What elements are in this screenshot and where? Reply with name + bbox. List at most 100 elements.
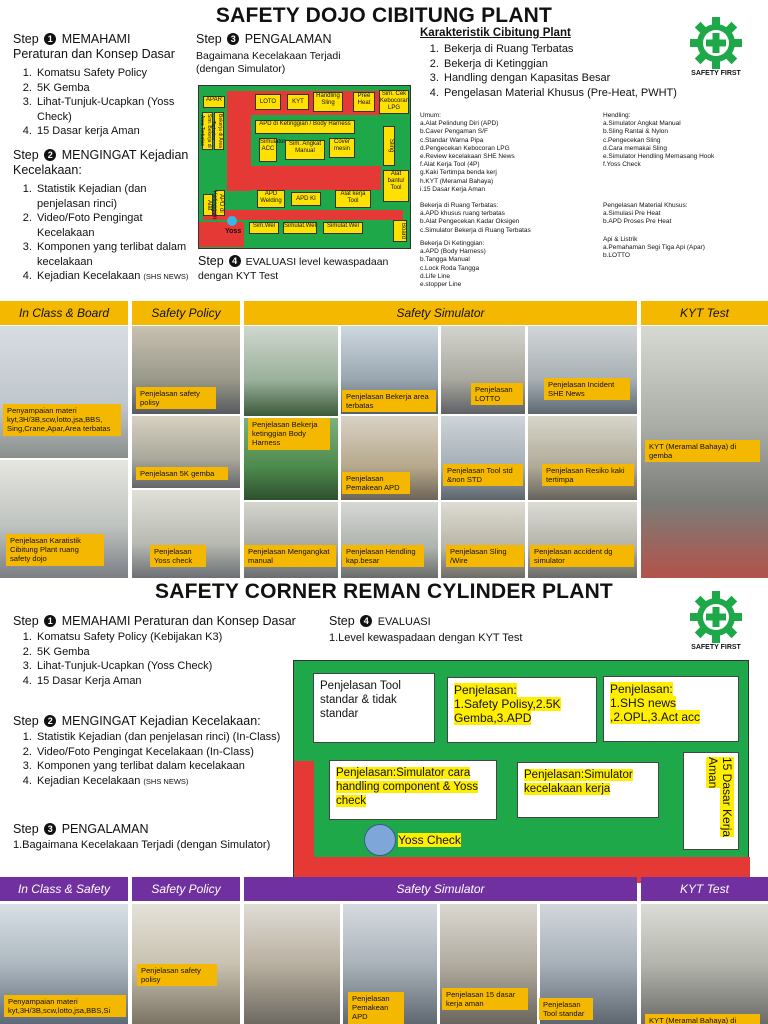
step-label: EVALUASI level kewaspadaan dengan KYT Te…: [198, 256, 389, 282]
logo-text: SAFETY FIRST: [691, 644, 741, 651]
photo-b-kyt: [641, 904, 768, 1024]
list-item: a.Pemahaman Segi Tiga Api (Apar): [603, 244, 705, 252]
list-item: Komponen yang terlibat dalam kecelakaan: [35, 759, 313, 774]
list-item: g.Kaki Tertimpa benda kerj: [420, 169, 497, 177]
step-number: 2: [44, 149, 57, 161]
list-item: Video/Foto Pengingat Kecelakaan: [35, 211, 198, 240]
caption: Penjelasan Yoss check: [150, 545, 206, 568]
list-item: 15 Dasar Kerja Aman: [35, 674, 313, 689]
floor-loto: LOTO: [255, 94, 281, 110]
caption: Penjelasan Hendling kap.besar: [342, 545, 424, 568]
step-number: 4: [228, 255, 241, 267]
b-step2-heading: Step 2 MENGINGAT Kejadian Kecelakaan:: [13, 714, 323, 729]
list-item: Handling dengan Kapasitas Besar: [442, 71, 690, 86]
b-step1-list: Komatsu Safety Policy (Kebijakan K3) 5K …: [13, 630, 313, 688]
list-item: d.Pengecekan Kebocoran LPG: [420, 144, 510, 152]
map-box-15-dasar: 15 Dasar Kerja Aman: [683, 752, 739, 850]
caption: Penjelasan Tool standar: [539, 998, 593, 1021]
list-item: Video/Foto Pengingat Kecelakaan (In-Clas…: [35, 745, 313, 760]
step-label-2: Peraturan dan Konsep Dasar: [13, 47, 175, 61]
ruang-heading: Bekerja di Ruang Terbatas:: [420, 202, 499, 209]
step4-text: Step 4 EVALUASI level kewaspadaan dengan…: [198, 254, 413, 283]
map-box-heading: Penjelasan:: [454, 683, 517, 697]
ketinggian-heading: Bekerja Di Ketinggian:: [420, 240, 485, 247]
b-step3-sub: 1.Bagaimana Kecelakaan Terjadi (dengan S…: [13, 839, 271, 851]
map-box-body: Penjelasan:Simulator cara handling compo…: [336, 767, 478, 807]
map-box-tool-standar: Penjelasan Tool standar & tidak standar: [313, 673, 435, 743]
list-item: Kejadian Kecelakaan (SHS NEWS): [35, 774, 313, 790]
list-item: b.Sling Rantai & Nylon: [603, 128, 669, 136]
list-item: Lihat-Tunjuk-Ucapkan (Yoss Check): [35, 659, 313, 674]
list-item: a.Alat Pelindung Diri (APD): [420, 120, 499, 128]
list-item: Lihat-Tunjuk-Ucapkan (Yoss Check): [35, 95, 193, 124]
floor-apdwelding: APD Welding: [257, 190, 285, 208]
bar-kyt-test-b: KYT Test: [641, 877, 768, 901]
step-label: MEMAHAMI Peraturan dan Konsep Dasar: [61, 614, 296, 628]
caption: Penjelasan 15 dasar kerja aman: [442, 988, 528, 1011]
step-prefix: Step: [13, 714, 39, 728]
list-item: Komatsu Safety Policy (Kebijakan K3): [35, 630, 313, 645]
photo-b-sim-1: [244, 904, 340, 1024]
step-label: PENGALAMAN: [244, 32, 332, 46]
yoss-check-label: Yoss Check: [398, 833, 461, 847]
floor-plan-top: APAR LOTO KYT Handling Sling Pree Heat S…: [198, 85, 411, 249]
map-box-shs-news: Penjelasan: 1.SHS news ,2.OPL,3.Act acc: [603, 676, 739, 742]
floor-bekerja2: Bekerja di Area Terbatas: [210, 112, 224, 150]
step-number: 2: [44, 715, 57, 727]
map-box-safety-policy: Penjelasan: 1.Safety Polisy,2.5K Gemba,3…: [447, 677, 597, 743]
list-item: e.Review kecelakaan SHE News: [420, 153, 515, 161]
bottom-title: SAFETY CORNER REMAN CYLINDER PLANT: [155, 580, 613, 603]
floor-bekerja: Sim. Bekerja di Area Terbatas: [199, 112, 213, 150]
logo-text: SAFETY FIRST: [691, 70, 741, 77]
map-box-body: 1.Safety Polisy,2.5K Gemba,3.APD: [454, 697, 561, 725]
step3-sub: Bagaimana Kecelakaan Terjadi (dengan Sim…: [196, 50, 341, 75]
ruang-block: Bekerja di Ruang Terbatas: a.APD khusus …: [420, 202, 590, 235]
floor-apd: APD di Ketinggian: [211, 190, 225, 220]
floor-alatkerja: Alat kerja Tool: [335, 190, 371, 208]
gear-cross-icon: [690, 17, 742, 69]
list-item: b.Caver Pengaman S/F: [420, 128, 488, 136]
list-item: Statistik Kejadian (dan penjelasan rinci…: [35, 730, 313, 745]
b-step4-sub: 1.Level kewaspadaan dengan KYT Test: [329, 632, 523, 644]
step-number: 1: [44, 615, 57, 627]
caption: Penjelasan Mengangkat manual: [244, 545, 336, 568]
gear-cross-icon: [690, 591, 742, 643]
map-box-body: 1.SHS news ,2.OPL,3.Act acc: [610, 696, 701, 724]
step1-list: Komatsu Safety Policy 5K Gemba Lihat-Tun…: [13, 66, 193, 139]
bar-safety-policy: Safety Policy: [132, 301, 240, 325]
list-item-text: Kejadian Kecelakaan: [37, 270, 141, 282]
list-item: c.Simulator Bekerja di Ruang Terbatas: [420, 226, 531, 234]
floor-kyt: KYT: [287, 94, 309, 110]
map-box-body: 15 Dasar Kerja Aman: [706, 757, 734, 838]
safety-first-logo-bottom: SAFETY FIRST: [686, 590, 746, 656]
list-item: Bekerja di Ketinggian: [442, 57, 690, 72]
floor-apar: APAR: [203, 96, 225, 108]
list-item-text: Kejadian Kecelakaan: [37, 774, 141, 787]
list-item: d.Cara memakai Sling: [603, 144, 667, 152]
bar-safety-simulator: Safety Simulator: [244, 301, 637, 325]
floor-preeheat: Pree Heat: [353, 92, 375, 112]
floor-simulwel: Simulat.Wel: [323, 222, 363, 234]
bar-kyt-test: KYT Test: [641, 301, 768, 325]
umum-block: Umum: a.Alat Pelindung Diri (APD) b.Cave…: [420, 112, 570, 194]
list-item: Komatsu Safety Policy: [35, 66, 193, 81]
pengelasan-block: Pengelasan Material Khusus: a.Simulasi P…: [603, 202, 763, 227]
b-step3-heading: Step 3 PENGALAMAN: [13, 822, 313, 837]
caption: KYT (Meramal Bahaya) di gemba: [645, 440, 760, 463]
list-item: a.Simulator Angkat Manual: [603, 120, 681, 128]
umum-heading: Umum:: [420, 112, 441, 119]
bar-in-class-board: In Class & Board: [0, 301, 128, 325]
floor-cover: Cover mesin: [329, 138, 355, 158]
step-label: MENGINGAT Kejadian Kecelakaan:: [61, 714, 261, 728]
caption: Penjelasan Pemakean APD: [348, 992, 404, 1024]
floor-handling: Handling Sling: [313, 92, 343, 112]
caption: Penjelasan LOTTO: [471, 383, 523, 406]
hendling-block: Hendling: a.Simulator Angkat Manual b.Sl…: [603, 112, 763, 169]
karakteristik-heading: Karakteristik Cibitung Plant: [420, 27, 571, 39]
shs-news-tag: (SHS NEWS): [143, 272, 189, 281]
map-box-sim-handling: Penjelasan:Simulator cara handling compo…: [329, 760, 497, 820]
api-heading: Api & Listrik: [603, 236, 638, 243]
list-item: d.Life Line: [420, 272, 450, 280]
list-item: c.Lock Roda Tangga: [420, 264, 480, 272]
caption: Penjelasan accident dg simulator: [530, 545, 634, 568]
